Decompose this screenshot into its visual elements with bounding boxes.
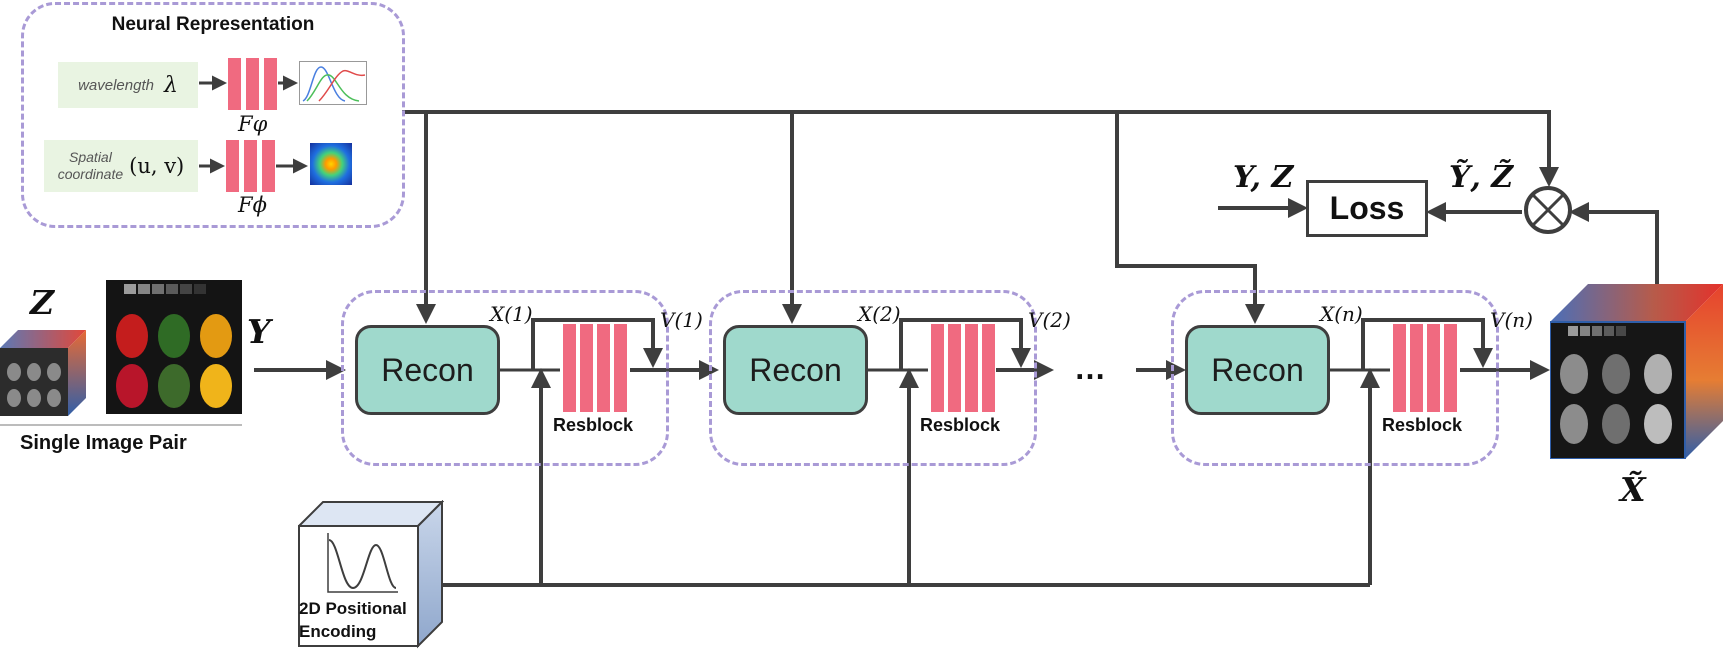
stage-n-container <box>1171 290 1499 466</box>
nr-title: Neural Representation <box>111 14 315 35</box>
output-hyperspectral-cube <box>1550 284 1723 459</box>
nr-to-reconn <box>1115 112 1265 324</box>
pe-label: 2D Positional Encoding <box>299 597 407 643</box>
stage-2-container <box>709 290 1037 466</box>
z-label: Z <box>30 283 55 322</box>
f-phi-upper-net <box>228 58 278 110</box>
wavelength-box: wavelength λ <box>58 62 198 108</box>
recon-block-1: Recon <box>355 325 500 415</box>
resblock-1-label: Resblock <box>553 415 634 435</box>
vn-label: V(n) <box>1490 308 1533 332</box>
spatial-label-line2: coordinate <box>57 166 124 182</box>
x1-label: X(1) <box>490 302 533 326</box>
v1-label: V(1) <box>660 308 703 332</box>
stage-1-container <box>341 290 669 466</box>
res2-skip <box>899 318 1031 370</box>
input-divider <box>0 424 242 426</box>
recon-block-n: Recon <box>1185 325 1330 415</box>
xn-label: X(n) <box>1320 302 1363 326</box>
y-rgb-image <box>106 280 242 414</box>
neural-representation-panel <box>21 2 405 228</box>
f-phi-lower-label: Fϕ <box>238 193 267 217</box>
x2-label: X(2) <box>858 302 901 326</box>
spatial-label-line1: Spatial <box>69 149 112 165</box>
f-phi-upper-label: Fφ <box>238 112 268 136</box>
res1-skip <box>531 318 663 370</box>
loss-pred-label: Ỹ, Z̃ <box>1449 160 1514 195</box>
input-caption: Single Image Pair <box>20 432 187 454</box>
stage-ellipsis: … <box>1074 350 1106 386</box>
resblock-2-label: Resblock <box>920 415 1001 435</box>
wavelength-symbol: λ <box>163 72 178 98</box>
y-label: Y <box>247 312 271 351</box>
wavelength-label: wavelength <box>78 76 154 94</box>
resblock-1 <box>563 324 629 412</box>
z-hyperspectral-cube <box>0 330 86 416</box>
positional-encoding-cube <box>298 500 444 649</box>
recon-block-2: Recon <box>723 325 868 415</box>
spatial-symbol: (u, v) <box>129 153 185 178</box>
spectral-curve-thumbnail <box>299 61 367 105</box>
sine-wave-icon <box>327 533 398 593</box>
f-phi-lower-net <box>226 140 276 192</box>
resblock-2 <box>931 324 997 412</box>
output-to-multiply <box>1569 202 1659 290</box>
loss-box: Loss <box>1306 180 1428 237</box>
spatial-heatmap-thumbnail <box>310 143 352 185</box>
pe-label-line1: 2D Positional <box>299 599 407 618</box>
pe-label-line2: Encoding <box>299 622 377 641</box>
multiply-icon <box>1524 186 1572 234</box>
output-label: X̃ <box>1620 470 1646 509</box>
resblock-n-label: Resblock <box>1382 415 1463 435</box>
v2-label: V(2) <box>1028 308 1071 332</box>
nr-output-line <box>402 110 1559 187</box>
resblock-n <box>1393 324 1459 412</box>
spatial-coordinate-box: Spatial coordinate (u, v) <box>44 140 198 192</box>
resn-skip <box>1361 318 1493 370</box>
loss-inputs-label: Y, Z <box>1233 160 1294 195</box>
